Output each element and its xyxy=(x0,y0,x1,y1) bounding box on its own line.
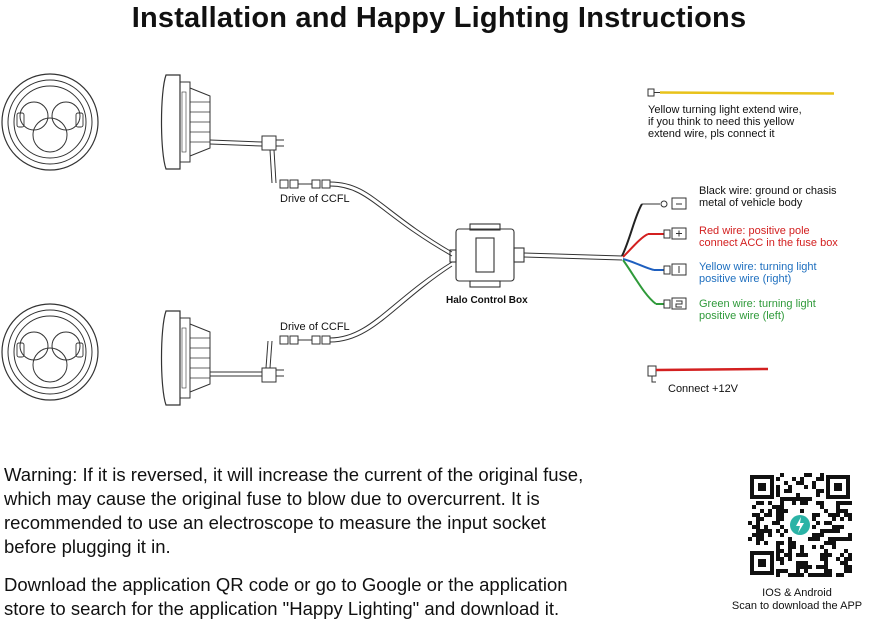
yellow-wire-label: Yellow wire: turning light positive wire… xyxy=(699,261,817,285)
qr-code xyxy=(748,473,852,577)
yellow-extend-wire xyxy=(647,88,835,97)
halo-control-box xyxy=(449,223,525,288)
bottom-lamp-side xyxy=(160,310,211,406)
black-wire-label: Black wire: ground or chasis metal of ve… xyxy=(699,185,837,209)
connect-12v-label: Connect +12V xyxy=(668,383,739,395)
bottom-lamp-front xyxy=(1,303,99,401)
warning-text: Warning: If it is reversed, it will incr… xyxy=(4,464,584,557)
yellow-extend-note: Yellow turning light extend wire, if you… xyxy=(648,104,802,140)
terminal-green xyxy=(656,297,687,310)
output-cable xyxy=(523,252,623,261)
drive-label-top: Drive of CCFL xyxy=(280,193,350,205)
bottom-harness xyxy=(210,261,453,383)
terminal-black xyxy=(642,197,687,210)
connect-12v-wire xyxy=(647,365,769,383)
green-wire-label: Green wire: turning light positive wire … xyxy=(699,298,816,322)
top-harness xyxy=(209,135,453,257)
download-text: Download the application QR code or go t… xyxy=(4,574,568,619)
top-lamp-front xyxy=(1,73,99,171)
fanout-wires xyxy=(621,203,657,305)
qr-caption: IOS & Android Scan to download the APP xyxy=(731,587,863,612)
control-box-label: Halo Control Box xyxy=(446,295,528,306)
terminal-blue xyxy=(654,263,687,276)
drive-label-bottom: Drive of CCFL xyxy=(280,321,350,333)
terminal-red xyxy=(648,227,687,240)
top-lamp-side xyxy=(160,74,211,170)
page-title: Installation and Happy Lighting Instruct… xyxy=(131,2,747,34)
red-wire-label: Red wire: positive pole connect ACC in t… xyxy=(699,225,838,249)
